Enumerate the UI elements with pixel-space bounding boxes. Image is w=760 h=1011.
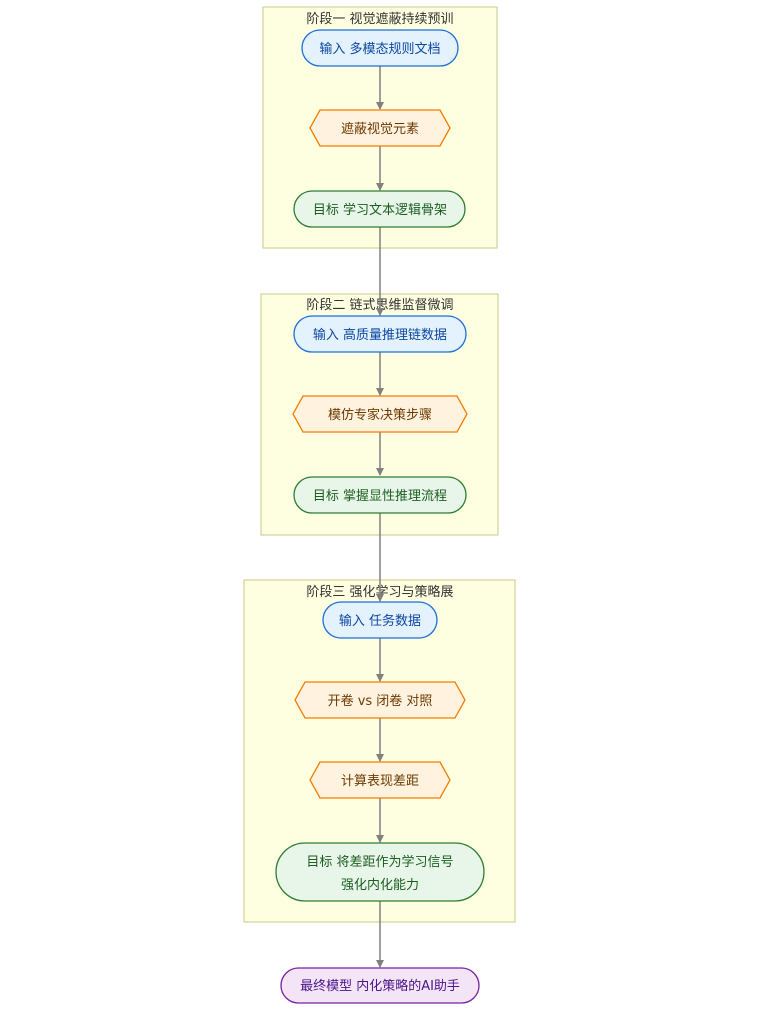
node-open-vs-closed-book-label: 开卷 vs 闭卷 对照	[328, 693, 433, 709]
node-mask-visual-label: 遮蔽视觉元素	[341, 121, 419, 137]
stage-1-title: 阶段一 视觉遮蔽持续预训	[306, 11, 453, 27]
node-reasoning-chain-input	[293, 315, 467, 353]
node-multimodal-doc-input-label: 输入 多模态规则文档	[319, 41, 440, 57]
node-gap-signal-goal-label-line2: 强化内化能力	[341, 877, 419, 893]
node-reasoning-chain-input-label: 输入 高质量推理链数据	[313, 327, 447, 343]
node-open-vs-closed-book	[294, 681, 466, 719]
node-final-model-label: 最终模型 内化策略的AI助手	[300, 978, 460, 994]
node-compute-gap-label: 计算表现差距	[341, 774, 419, 789]
node-compute-gap	[309, 761, 451, 799]
node-task-data-input	[322, 601, 438, 639]
node-learn-text-logic-goal	[293, 190, 466, 228]
node-task-data-input-label: 输入 任务数据	[339, 613, 421, 629]
node-mask-visual	[309, 109, 451, 147]
node-imitate-expert	[292, 395, 468, 433]
node-final-model	[280, 967, 480, 1004]
node-imitate-expert-label: 模仿专家决策步骤	[328, 407, 432, 423]
node-learn-text-logic-goal-label: 目标 学习文本逻辑骨架	[313, 202, 447, 218]
node-gap-signal-goal-label-line1: 目标 将差距作为学习信号	[306, 854, 453, 870]
node-master-reasoning-goal	[293, 476, 467, 514]
node-gap-signal-goal	[275, 842, 485, 902]
node-master-reasoning-goal-label: 目标 掌握显性推理流程	[313, 489, 447, 504]
node-multimodal-doc-input	[301, 29, 459, 67]
